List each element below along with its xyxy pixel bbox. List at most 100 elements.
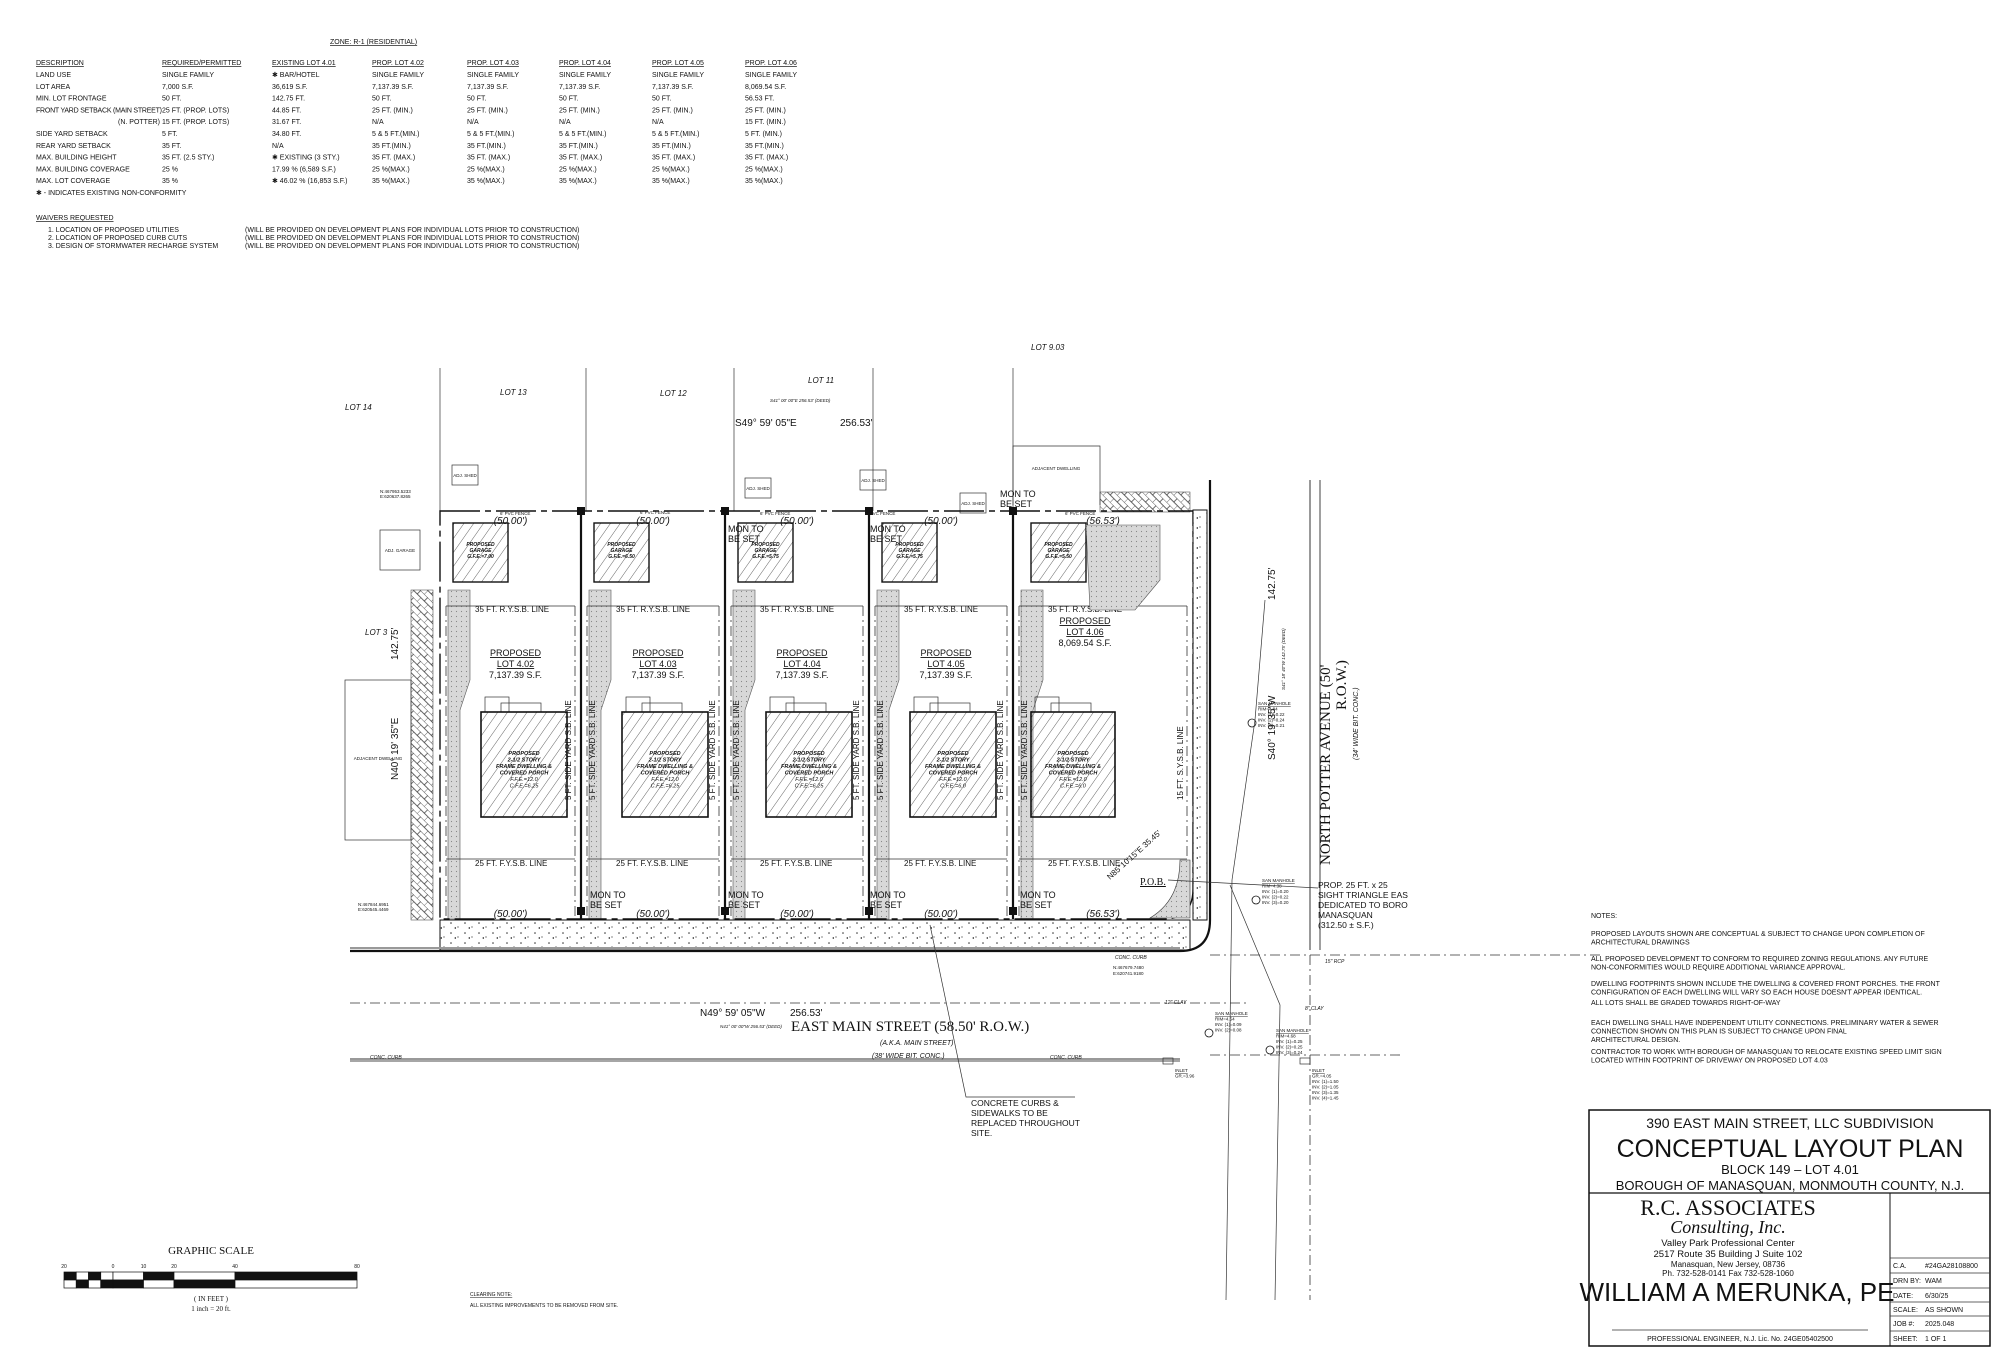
scale-box <box>100 1279 114 1289</box>
paver-walk-west <box>410 589 434 921</box>
graphic-scale-title: GRAPHIC SCALE <box>168 1245 254 1257</box>
zoning-cell: 25 FT. (MIN.) <box>559 107 600 114</box>
monument-label: MON TO <box>728 890 764 900</box>
adjacent-dwelling-label: ADJACENT DWELLING <box>1032 466 1081 471</box>
zoning-cell: SINGLE FAMILY <box>372 72 424 79</box>
adjacent-lot-label: LOT 3 <box>365 628 388 637</box>
dwelling-label: F.F.E.=12.0 <box>510 777 538 783</box>
zoning-cell: 5 & 5 FT.(MIN.) <box>467 131 514 138</box>
zoning-cell: 35 FT. (MAX.) <box>372 155 415 162</box>
zoning-cell: SINGLE FAMILY <box>652 72 704 79</box>
zoning-cell: LAND USE <box>36 72 71 79</box>
zoning-cell: 25 FT. (MIN.) <box>652 107 693 114</box>
zoning-cell: MIN. LOT FRONTAGE <box>36 96 107 103</box>
waiver-item: 2. LOCATION OF PROPOSED CURB CUTS <box>48 235 187 242</box>
zoning-cell: 5 & 5 FT.(MIN.) <box>559 131 606 138</box>
garage-label: G.F.E.=5.75 <box>752 554 779 560</box>
plan-title: CONCEPTUAL LAYOUT PLAN <box>1617 1135 1964 1163</box>
zoning-cell: SINGLE FAMILY <box>745 72 797 79</box>
zoning-header: PROP. LOT 4.03 <box>467 60 519 67</box>
graphic-scale-unit: ( IN FEET ) <box>194 1295 229 1303</box>
east-bearing: S40° 19' 35"W <box>1267 695 1278 760</box>
zoning-cell: 35 FT. <box>162 143 182 150</box>
lot-title: PROPOSED <box>490 648 542 658</box>
zoning-cell: 35 FT. (MAX.) <box>467 155 510 162</box>
manhole-data: RIM=4.38 <box>1262 884 1282 889</box>
inlet-data: GR.=3.96 <box>1175 1074 1195 1079</box>
sanitary-sewer-line <box>1229 884 1281 1301</box>
curbs-callout-leader <box>929 924 1075 1098</box>
zoning-cell: 15 FT. (MIN.) <box>745 119 786 126</box>
west-bearing: N40° 19' 35"E <box>390 717 401 780</box>
lot-area: 7,137.39 S.F. <box>631 670 684 680</box>
zoning-cell: 25 FT. (MIN.) <box>372 107 413 114</box>
note-line: ALL LOTS SHALL BE GRADED TOWARDS RIGHT-O… <box>1591 1000 1781 1007</box>
sight-triangle-callout: PROP. 25 FT. x 25 <box>1318 880 1388 890</box>
zoning-cell: 25 FT. (MIN.) <box>467 107 508 114</box>
zoning-cell: 142.75 FT. <box>272 96 305 103</box>
manhole-data: INV. (1)=0.20 <box>1262 889 1289 894</box>
title-block-border <box>1588 1109 1991 1347</box>
zoning-cell: 50 FT. <box>162 96 182 103</box>
dwelling-label: 2-1/2 STORY <box>507 758 542 764</box>
inlet-title: INLET <box>1312 1068 1325 1073</box>
side-setback-label: 5 FT. SIDE YARD S.B. LINE <box>876 700 885 800</box>
zoning-cell: LOT AREA <box>36 84 70 91</box>
coordinate-label: E:620637.8265 <box>380 494 411 499</box>
pipe-label: 8" CLAY <box>1305 1006 1324 1012</box>
manhole-data: INV. (2)=0.25 <box>1276 1045 1303 1050</box>
coordinate-label: N:467679.7480 <box>1113 965 1144 970</box>
dwelling-label: COVERED PORCH <box>1049 771 1099 777</box>
zoning-cell: 56.53 FT. <box>745 96 774 103</box>
zoning-cell: ✱ EXISTING (3 STY.) <box>272 154 340 162</box>
lot-number: LOT 4.04 <box>783 659 820 669</box>
rear-frontage: (50.00') <box>780 516 814 527</box>
front-setback-label: 25 FT. F.Y.S.B. LINE <box>760 859 832 868</box>
manhole-data: RIM=4.54 <box>1215 1017 1235 1022</box>
sight-triangle-callout: DEDICATED TO BORO <box>1318 900 1408 910</box>
monument-marker <box>865 907 873 915</box>
garage-label: G.F.E.=7.00 <box>467 554 494 560</box>
garage-label: PROPOSED <box>895 542 924 548</box>
manhole-title: SAN MANHOLE <box>1258 701 1291 706</box>
address-line: 2517 Route 35 Building J Suite 102 <box>1654 1249 1803 1260</box>
zoning-cell: SINGLE FAMILY <box>467 72 519 79</box>
front-frontage: (50.00') <box>494 909 528 920</box>
adjacent-shed-label: ADJ. SHED <box>746 486 770 491</box>
dwelling-label: F.F.E.=12.0 <box>1059 777 1087 783</box>
dwelling-label: F.F.E.=12.0 <box>795 777 823 783</box>
front-setback-label: 25 FT. F.Y.S.B. LINE <box>1048 859 1120 868</box>
manhole-data: INV. (1)=0.09 <box>1215 1022 1242 1027</box>
garage-label: PROPOSED <box>1044 542 1073 548</box>
scale-tick-label: 40 <box>232 1264 238 1270</box>
info-label: JOB #: <box>1893 1321 1914 1328</box>
scale-box <box>75 1279 89 1289</box>
east-distance: 142.75' <box>1267 567 1278 600</box>
dwelling-label: C.F.E.=6.0 <box>940 784 967 790</box>
zoning-cell: 50 FT. <box>652 96 672 103</box>
zoning-header: EXISTING LOT 4.01 <box>272 60 336 67</box>
lot-number: LOT 4.06 <box>1066 627 1103 637</box>
front-distance: 256.53' <box>790 1008 823 1019</box>
scale-box <box>112 1279 144 1289</box>
curbs-callout: REPLACED THROUGHOUT <box>971 1118 1080 1128</box>
driveway <box>732 589 756 920</box>
adjacent-lot-label: LOT 9.03 <box>1031 343 1065 352</box>
porch-steps <box>484 696 510 713</box>
open-deck <box>1050 702 1092 713</box>
zoning-header: PROP. LOT 4.04 <box>559 60 611 67</box>
curbs-callout: SIDEWALKS TO BE <box>971 1108 1048 1118</box>
dwelling-label: PROPOSED <box>1057 751 1088 757</box>
zoning-cell: N/A <box>559 119 571 126</box>
dwelling-label: PROPOSED <box>508 751 539 757</box>
zoning-cell: ✱ 46.02 % (16,853 S.F.) <box>272 177 348 185</box>
zoning-cell: 7,000 S.F. <box>162 84 194 91</box>
info-value: #24GA28108800 <box>1925 1263 1978 1270</box>
coordinate-label: N:467953.5233 <box>380 489 411 494</box>
zoning-cell: 17.99 % (6,589 S.F.) <box>272 166 336 173</box>
zoning-cell: MAX. LOT COVERAGE <box>36 178 110 185</box>
zoning-cell: N/A <box>272 143 284 150</box>
address-line: Manasquan, New Jersey, 08736 <box>1671 1260 1786 1269</box>
open-deck <box>641 702 683 713</box>
adjacent-shed <box>959 492 987 514</box>
